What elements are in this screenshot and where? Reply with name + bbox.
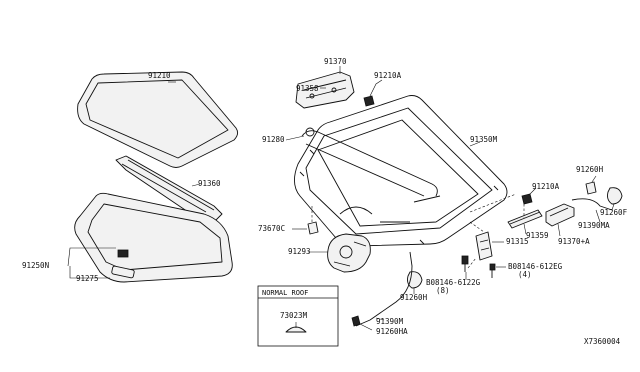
drain-hose-91390m bbox=[355, 251, 413, 327]
label-73670c: 73670C bbox=[258, 224, 285, 233]
label-91260h-bottom: 91260H bbox=[400, 293, 428, 302]
drain-hose-91390ma bbox=[571, 198, 613, 211]
leader-91360 bbox=[191, 183, 201, 187]
label-91260f: 91260F bbox=[600, 208, 628, 217]
sunshade-panel bbox=[74, 192, 233, 283]
leader-91390m bbox=[375, 317, 385, 321]
label-91370a: 91370+A bbox=[558, 237, 590, 246]
leader-91350m bbox=[469, 141, 481, 147]
leader-91275 bbox=[69, 266, 110, 279]
grommet-91260h-bottom bbox=[407, 271, 423, 289]
label-08146-612eg-qty: (4) bbox=[518, 270, 532, 279]
sunroof-motor bbox=[327, 233, 371, 273]
grommet-91260h-right bbox=[585, 181, 597, 195]
label-91360: 91360 bbox=[198, 179, 221, 188]
label-91210a-mid: 91210A bbox=[532, 182, 560, 191]
bolt-08146-612eg bbox=[489, 263, 496, 278]
leader-91370a bbox=[557, 223, 561, 237]
sunroof-frame bbox=[294, 95, 508, 247]
leader-91210a-top bbox=[369, 79, 383, 97]
leader-91260ha bbox=[359, 323, 373, 331]
dash-right-group bbox=[467, 193, 525, 269]
label-73023m: 73023M bbox=[280, 311, 308, 320]
label-91250n: 91250N bbox=[22, 261, 49, 270]
label-91280: 91280 bbox=[262, 135, 285, 144]
label-08146-6122g-qty: (8) bbox=[436, 286, 450, 295]
label-91210: 91210 bbox=[148, 71, 171, 80]
label-91260ha: 91260HA bbox=[376, 327, 408, 336]
label-91293: 91293 bbox=[288, 247, 311, 256]
guide-rail-91359 bbox=[507, 209, 543, 229]
diagram-id: X7360004 bbox=[584, 337, 621, 346]
label-91350m: 91350M bbox=[470, 135, 498, 144]
clip-73670c bbox=[307, 221, 319, 235]
bolt-08146-6122g bbox=[461, 255, 469, 272]
wind-deflector-strip bbox=[115, 155, 223, 223]
leader-91359 bbox=[523, 223, 527, 235]
sunshade-handle bbox=[111, 265, 135, 279]
label-91370: 91370 bbox=[324, 57, 347, 66]
clip-91210a-top bbox=[363, 95, 375, 107]
leader-91260f bbox=[611, 203, 615, 211]
rail-bracket-right bbox=[475, 231, 493, 261]
label-91315: 91315 bbox=[506, 237, 529, 246]
leader-91390ma bbox=[595, 209, 601, 223]
label-91275: 91275 bbox=[76, 274, 99, 283]
inset-title: NORMAL ROOF bbox=[262, 289, 308, 297]
label-08146-6122g: B08146-6122G bbox=[426, 278, 481, 287]
sunroof-glass-lid bbox=[77, 71, 239, 168]
guide-rail-91370a bbox=[545, 203, 575, 227]
label-91390ma: 91390MA bbox=[578, 221, 610, 230]
label-91260h-right: 91260H bbox=[576, 165, 604, 174]
leader-91260h-right bbox=[591, 175, 597, 183]
label-91210a-top: 91210A bbox=[374, 71, 402, 80]
frame-crossbar bbox=[301, 127, 438, 197]
normal-roof-inset bbox=[257, 285, 339, 347]
clip-91260ha bbox=[351, 315, 361, 327]
rail-bracket-upper bbox=[295, 71, 355, 109]
label-91359: 91359 bbox=[526, 231, 549, 240]
label-91390m: 91390M bbox=[376, 317, 404, 326]
leader-91280 bbox=[285, 135, 305, 141]
plug-91260f bbox=[607, 187, 623, 205]
leader-91250n bbox=[67, 247, 116, 267]
leader-91210a-mid bbox=[529, 187, 537, 195]
label-91358: 91358 bbox=[296, 84, 319, 93]
clip-91210a-mid bbox=[521, 193, 533, 205]
label-08146-612eg: B08146-612EG bbox=[508, 262, 563, 271]
